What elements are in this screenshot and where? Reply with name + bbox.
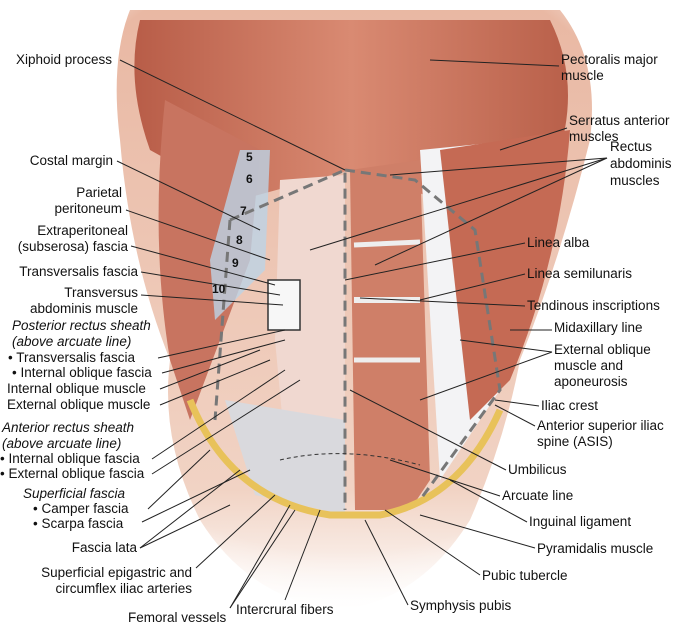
label-line: (above arcuate line) [2,436,122,451]
label-line: Parietal [76,185,122,200]
label-line: Extraperitoneal [37,223,128,238]
label-line: aponeurosis [554,374,628,389]
label-line: muscle and [554,358,624,373]
label-xiphoid-process: Xiphoid process [16,52,113,67]
label-fascia-lata: Fascia lata [71,540,137,555]
label-line: Superficial epigastric and [41,565,192,580]
label-line: Rectus [610,139,653,154]
label-anterior-rectus-sheath: Anterior rectus sheath(above arcuate lin… [2,420,134,452]
rib-number: 6 [246,172,253,186]
label-line: External oblique [554,342,651,357]
label-internal-oblique-muscle: Internal oblique muscle [7,381,146,396]
label-iliac-crest: Iliac crest [541,398,599,413]
label-line: Pectoralis major [561,52,658,67]
label-femoral-vessels: Femoral vessels [128,610,227,625]
label-line: Posterior rectus sheath [12,318,151,333]
label-superficial-fascia: Superficial fascia [23,486,126,501]
label-intercrural-fibers: Intercrural fibers [236,602,334,617]
label-line: abdominis [610,156,672,171]
label-pubic-tubercle: Pubic tubercle [482,568,568,583]
label-line: Transversus [64,285,138,300]
label-inguinal-ligament: Inguinal ligament [529,514,632,529]
leader-lines [116,59,608,609]
label-external-oblique-muscle: External oblique muscle [7,397,151,412]
label-posterior-internal-oblique-fascia: • Internal oblique fascia [12,365,152,380]
rib-number: 9 [232,256,239,270]
rib-number: 7 [240,204,247,218]
label-umbilicus: Umbilicus [508,462,567,477]
label-line: peritoneum [54,201,122,216]
label-line: spine (ASIS) [537,434,613,449]
label-linea-semilunaris: Linea semilunaris [527,266,633,281]
label-line: muscle [561,68,604,83]
label-posterior-rectus-sheath: Posterior rectus sheath(above arcuate li… [12,318,151,350]
label-extraperitoneal-fascia: Extraperitoneal(subserosa) fascia [18,223,128,255]
label-anterior-internal-oblique-fascia: • Internal oblique fascia [0,451,140,466]
rib-number: 10 [212,282,226,296]
label-line: muscles [569,129,619,144]
label-arcuate-line: Arcuate line [502,488,574,503]
label-anterior-external-oblique-fascia: • External oblique fascia [0,466,145,481]
label-line: Serratus anterior [569,113,670,128]
rib-number: 8 [236,233,243,247]
label-line: Anterior rectus sheath [2,420,135,435]
rib-number: 5 [246,150,253,164]
label-pyramidalis-muscle: Pyramidalis muscle [537,541,654,556]
label-line: circumflex iliac arteries [55,581,192,596]
label-line: Anterior superior iliac [537,418,664,433]
label-transversalis-fascia: Transversalis fascia [19,264,138,279]
label-posterior-transversalis-fascia: • Transversalis fascia [8,350,136,365]
label-costal-margin: Costal margin [29,153,113,168]
label-line: (above arcuate line) [12,334,132,349]
label-tendinous-inscriptions: Tendinous inscriptions [527,298,660,313]
label-line: muscles [610,173,660,188]
label-line: abdominis muscle [29,301,138,316]
label-midaxillary-line: Midaxillary line [554,320,643,335]
label-symphysis-pubis: Symphysis pubis [410,598,512,613]
label-linea-alba: Linea alba [527,235,590,250]
label-rectus-abdominis: Rectus abdominis muscles [610,138,672,189]
label-scarpa-fascia: • Scarpa fascia [33,516,124,531]
label-camper-fascia: • Camper fascia [33,501,129,516]
label-line: (subserosa) fascia [17,239,128,254]
